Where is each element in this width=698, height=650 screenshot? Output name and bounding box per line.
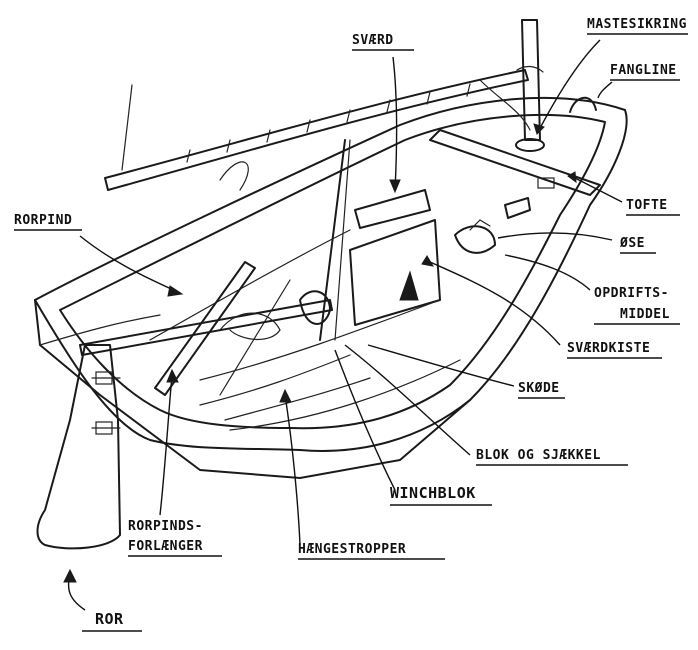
- leader-rorpind: [79, 235, 179, 293]
- hull-inner-rim: [59, 113, 606, 430]
- tiller-extension: [154, 261, 256, 396]
- painter-loop: [569, 96, 597, 113]
- thwart-bracket: [537, 177, 555, 189]
- label-winchblok: WINCHBLOK: [390, 484, 476, 502]
- shroud-line: [319, 139, 346, 341]
- boom-rope: [219, 79, 531, 191]
- leader-winchblok: [334, 349, 396, 491]
- leader-skode: [367, 344, 515, 387]
- leader-rorpindsforlaenger: [159, 374, 173, 516]
- centreboard: [354, 189, 431, 229]
- centreboard-slot: [399, 270, 419, 301]
- hull-gunwale: [34, 96, 628, 452]
- leader-ose: [497, 232, 613, 241]
- label-rorpindsforlaenger-1: RORPINDS-: [128, 519, 203, 534]
- floor-line: [199, 299, 441, 381]
- label-ose: ØSE: [619, 236, 645, 251]
- centreboard-case: [349, 219, 441, 326]
- label-opdrifts: OPDRIFTS-: [594, 286, 669, 301]
- tiller: [79, 299, 333, 356]
- thwart: [429, 129, 601, 196]
- rudder-gudgeons: [91, 377, 121, 429]
- mast-step: [515, 138, 545, 152]
- label-rorpind: RORPIND: [14, 213, 72, 228]
- leader-blok: [344, 344, 471, 456]
- shroud-line-2: [334, 139, 351, 341]
- label-blok: BLOK OG SJÆKKEL: [476, 448, 601, 463]
- leader-mastesikring: [537, 39, 601, 133]
- winch-block: [299, 290, 331, 325]
- boom-hooks: [186, 83, 471, 163]
- gudgeon-1: [95, 371, 113, 385]
- gudgeon-2: [95, 421, 113, 435]
- label-middel: MIDDEL: [620, 307, 670, 322]
- label-rorpindsforlaenger-2: FORLÆNGER: [128, 539, 203, 554]
- label-tofte: TOFTE: [626, 198, 668, 213]
- boom-end-line: [121, 84, 133, 171]
- hull-keel-line: [39, 314, 161, 346]
- label-ror: ROR: [95, 610, 124, 628]
- leader-opdrifts: [504, 254, 591, 291]
- label-mastesikring: MASTESIKRING: [587, 17, 687, 32]
- label-haengestropper: HÆNGESTROPPER: [298, 542, 406, 557]
- leader-svaerd: [392, 56, 398, 191]
- labels: SVÆRD MASTESIKRING FANGLINE TOFTE ØSE OP…: [14, 17, 688, 632]
- hull-transom: [34, 299, 471, 479]
- side-bench: [149, 229, 351, 341]
- label-fangline: FANGLINE: [610, 63, 677, 78]
- boom: [104, 69, 529, 191]
- buoyancy-block: [504, 197, 531, 219]
- hiking-strap: [199, 354, 351, 406]
- bailer-handle: [469, 219, 491, 231]
- mast-collar: [516, 65, 544, 73]
- hiking-strap-2: [224, 377, 371, 421]
- bailer: [454, 225, 496, 254]
- leader-fangline: [597, 81, 613, 99]
- label-svaerdkiste: SVÆRDKISTE: [567, 341, 650, 356]
- leader-svaerdkiste: [429, 261, 561, 346]
- leader-haengestropper: [284, 394, 301, 546]
- floor-line-2: [229, 359, 461, 431]
- rudder: [36, 344, 121, 550]
- leader-tofte: [574, 177, 623, 203]
- boat-illustration: [34, 19, 628, 550]
- mainsheet-rope: [219, 312, 281, 340]
- label-skode: SKØDE: [518, 381, 560, 396]
- tiller-extension-2: [219, 279, 291, 396]
- label-svaerd: SVÆRD: [352, 33, 394, 48]
